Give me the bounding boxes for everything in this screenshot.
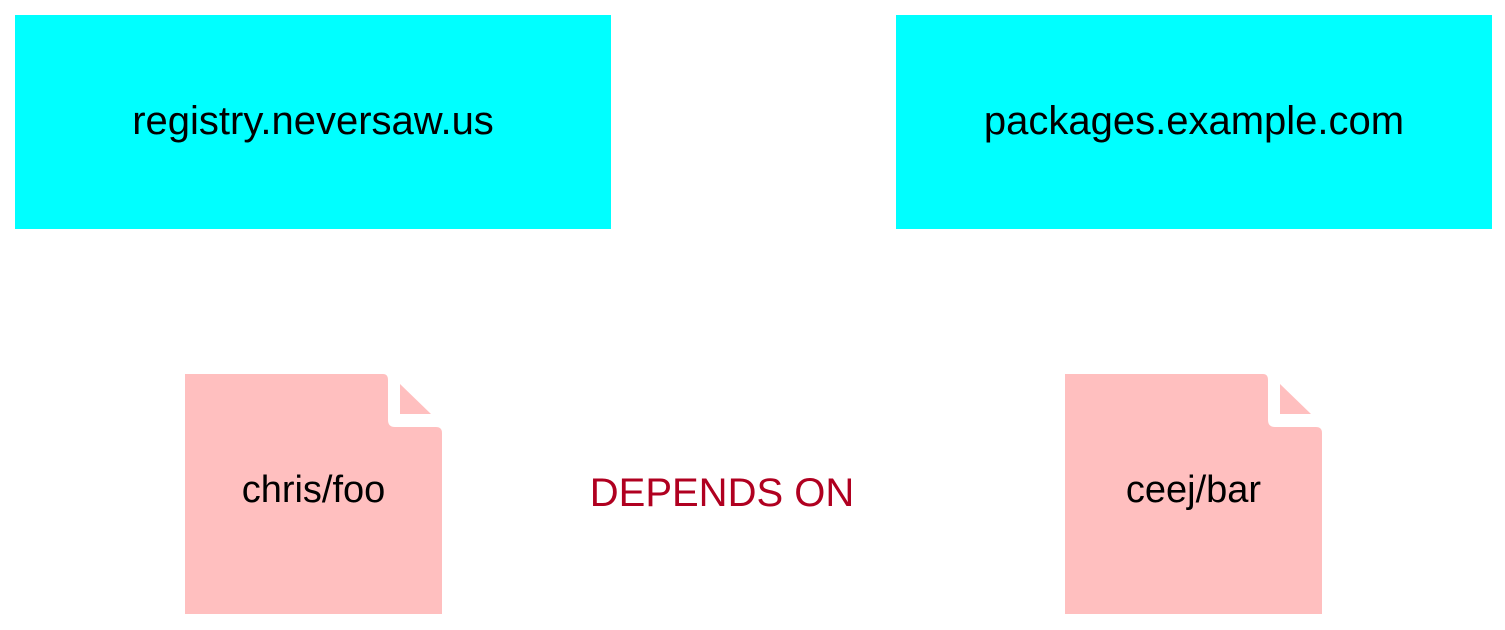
package-node-left: chris/foo — [185, 374, 442, 614]
registry-box-left: registry.neversaw.us — [15, 15, 611, 229]
package-node-right: ceej/bar — [1065, 374, 1322, 614]
registry-label: registry.neversaw.us — [132, 98, 494, 143]
document-icon — [1065, 374, 1322, 614]
registry-label: packages.example.com — [983, 98, 1405, 143]
relation-label: DEPENDS ON — [589, 471, 855, 515]
package-label: ceej/bar — [1125, 469, 1262, 511]
document-icon — [185, 374, 442, 614]
package-label: chris/foo — [241, 469, 386, 511]
registry-box-right: packages.example.com — [896, 15, 1492, 229]
